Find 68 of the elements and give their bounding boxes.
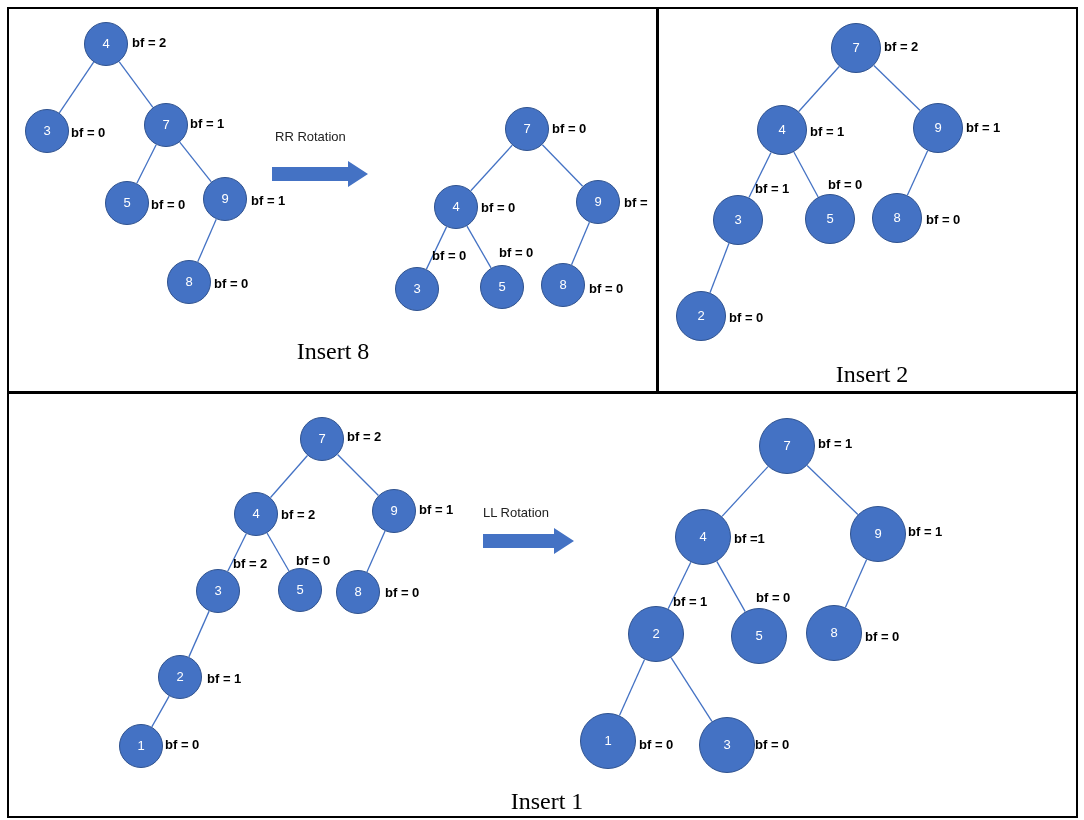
- tree-edge: [748, 151, 772, 199]
- balance-factor-label: bf = 0: [589, 282, 624, 295]
- tree-edge: [716, 560, 746, 613]
- tree-edge: [798, 65, 840, 113]
- balance-factor-label: bf = 0: [385, 586, 420, 599]
- balance-factor-label: bf = 0: [755, 738, 790, 751]
- tree-edge: [227, 533, 247, 572]
- panel-frame: [7, 7, 658, 393]
- balance-factor-label: bf = 0: [639, 738, 674, 751]
- tree-edge: [266, 532, 290, 572]
- balance-factor-label: bf = 0: [756, 591, 791, 604]
- panel-frame: [7, 392, 1078, 818]
- tree-edge: [470, 144, 513, 192]
- balance-factor-label: bf = 1: [818, 437, 853, 450]
- balance-factor-label: bf = 1: [673, 595, 708, 608]
- balance-factor-label: bf = 0: [926, 213, 961, 226]
- tree-edge: [721, 465, 769, 518]
- tree-edge: [541, 144, 584, 187]
- balance-factor-label: bf = 0: [865, 630, 900, 643]
- tree-edge: [466, 225, 492, 269]
- balance-factor-label: bf = 1: [755, 182, 790, 195]
- balance-factor-label: bf = 2: [884, 40, 919, 53]
- tree-edge: [136, 144, 157, 184]
- balance-factor-label: bf = 0: [151, 198, 186, 211]
- tree-edge: [667, 561, 692, 610]
- balance-factor-label: bf = 2: [347, 430, 382, 443]
- balance-factor-label: bf = 0: [828, 178, 863, 191]
- balance-factor-label: bf = 1: [908, 525, 943, 538]
- balance-factor-label: bf = 0: [729, 311, 764, 324]
- balance-factor-label: bf =: [624, 196, 648, 209]
- balance-factor-label: bf = 0: [499, 246, 534, 259]
- tree-edge: [873, 64, 921, 112]
- tree-edge: [118, 61, 154, 108]
- tree-edge: [670, 656, 713, 723]
- balance-factor-label: bf = 1: [810, 125, 845, 138]
- balance-factor-label: bf = 1: [190, 117, 225, 130]
- rotation-label: LL Rotation: [483, 506, 549, 519]
- panel-frame: [657, 7, 1078, 393]
- balance-factor-label: bf = 1: [251, 194, 286, 207]
- tree-edge: [906, 150, 929, 196]
- balance-factor-label: bf = 1: [207, 672, 242, 685]
- tree-edge: [793, 151, 819, 198]
- balance-factor-label: bf = 2: [233, 557, 268, 570]
- tree-edge: [269, 454, 309, 499]
- balance-factor-label: bf = 0: [481, 201, 516, 214]
- balance-factor-label: bf = 1: [966, 121, 1001, 134]
- balance-factor-label: bf = 0: [552, 122, 587, 135]
- tree-edge: [425, 226, 448, 270]
- tree-edge: [336, 453, 380, 497]
- panel-caption: Insert 8: [296, 339, 370, 363]
- tree-edge: [618, 658, 646, 717]
- balance-factor-label: bf = 0: [165, 738, 200, 751]
- balance-factor-label: bf = 0: [214, 277, 249, 290]
- rotation-label: RR Rotation: [275, 130, 346, 143]
- tree-edge: [844, 558, 868, 609]
- balance-factor-label: bf = 0: [296, 554, 331, 567]
- panel-caption: Insert 2: [835, 362, 909, 386]
- tree-edge: [58, 61, 95, 114]
- balance-factor-label: bf =1: [734, 532, 765, 545]
- balance-factor-label: bf = 0: [432, 249, 467, 262]
- panel-caption: Insert 1: [510, 789, 584, 813]
- balance-factor-label: bf = 0: [71, 126, 106, 139]
- tree-edge: [806, 464, 859, 516]
- tree-edge: [151, 695, 170, 728]
- balance-factor-label: bf = 2: [132, 36, 167, 49]
- balance-factor-label: bf = 2: [281, 508, 316, 521]
- balance-factor-label: bf = 1: [419, 503, 454, 516]
- tree-edge: [179, 141, 212, 183]
